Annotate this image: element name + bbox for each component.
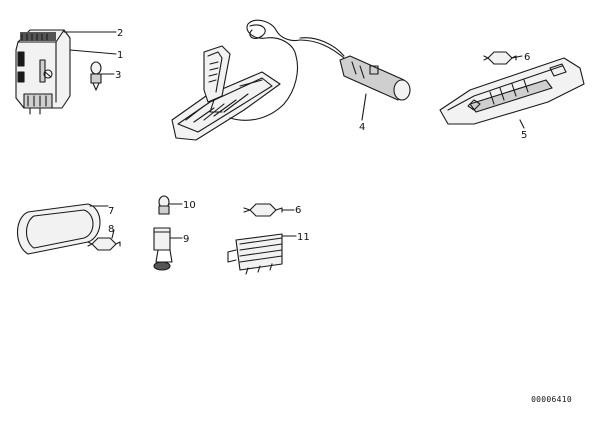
callout-9: 9 <box>183 234 189 245</box>
callout-10: 10 <box>183 200 196 211</box>
leader-line <box>361 93 367 121</box>
wedge-bulb-part <box>158 195 183 215</box>
festoon-bulb-part-top <box>483 51 523 65</box>
interior-light-housing-part <box>439 57 585 129</box>
callout-5: 5 <box>521 130 527 141</box>
callout-1: 1 <box>117 50 123 61</box>
callout-7: 7 <box>108 206 114 217</box>
festoon-bulb-part <box>87 229 121 251</box>
leader-line <box>511 55 523 59</box>
leader-line <box>69 49 117 55</box>
callout-6-top: 6 <box>524 52 530 63</box>
bulb-socket-part <box>153 227 183 271</box>
contact-plate-part <box>227 233 297 275</box>
leader-line <box>519 119 525 129</box>
module-housing-part <box>15 29 71 115</box>
callout-3: 3 <box>115 70 121 81</box>
document-number: 00006410 <box>531 395 572 404</box>
festoon-bulb-part-lower <box>243 203 295 217</box>
callout-6-lower: 6 <box>295 205 301 216</box>
portable-lamp-part <box>171 19 411 141</box>
oval-lens-frame-part <box>16 203 109 255</box>
small-bulb-part <box>90 61 102 91</box>
callout-8: 8 <box>108 224 114 235</box>
callout-4: 4 <box>359 122 365 133</box>
leader-line <box>111 229 115 239</box>
callout-11: 11 <box>297 232 310 243</box>
callout-2: 2 <box>117 28 123 39</box>
